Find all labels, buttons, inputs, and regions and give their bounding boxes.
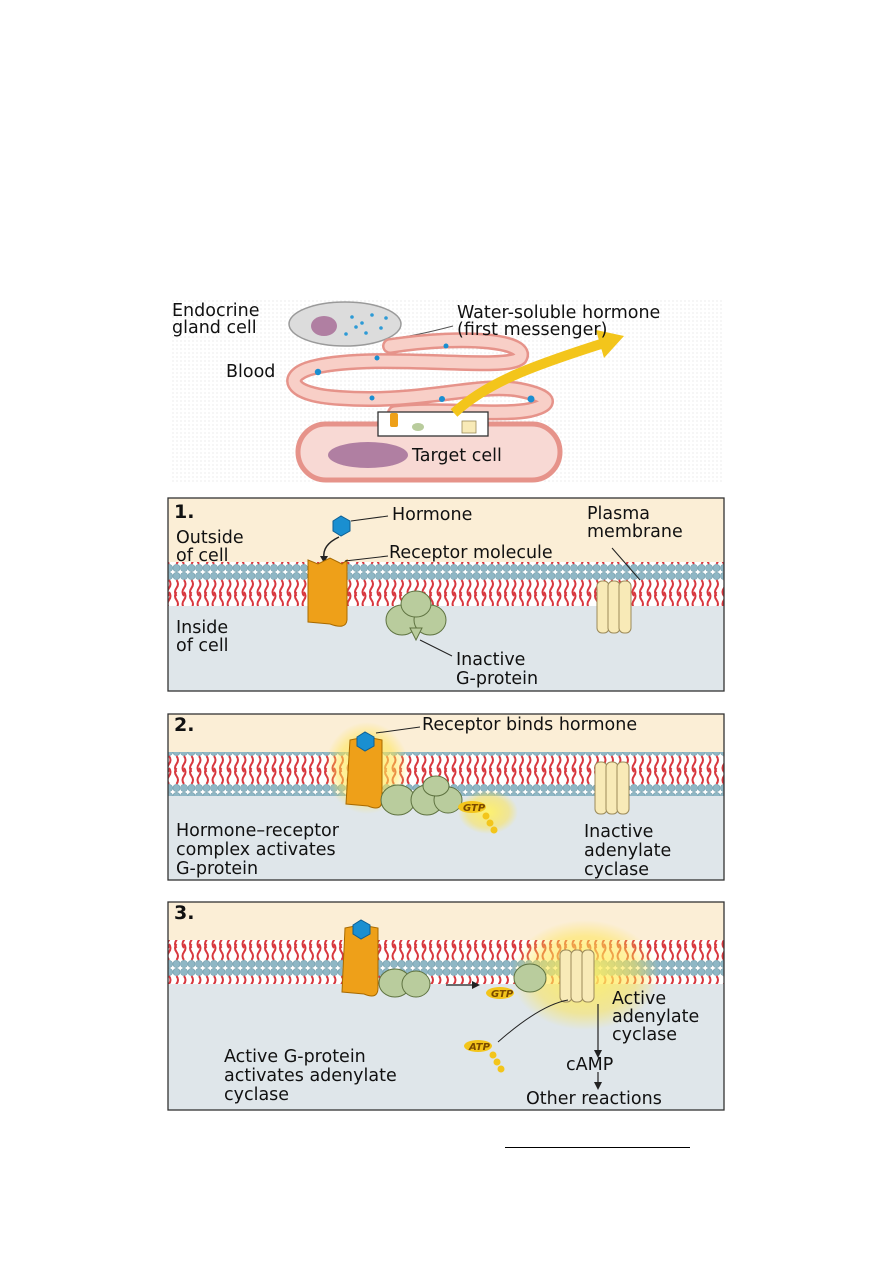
panel-1-inside-label-2: of cell <box>176 636 229 656</box>
zoom-arrow <box>450 338 606 417</box>
blood-label: Blood <box>226 362 275 382</box>
inactive-g-protein <box>385 590 447 642</box>
receptor-molecule <box>307 557 348 627</box>
panel-1-receptor-label: Receptor molecule <box>389 543 553 563</box>
hormone-label-1: Water-soluble hormone <box>457 303 660 323</box>
panel-2-cyclase-label-1: Inactive <box>584 822 653 842</box>
other-reactions-label: Other reactions <box>526 1089 662 1109</box>
svg-text:ATP: ATP <box>468 1042 491 1053</box>
hormone-molecule <box>332 515 351 537</box>
svg-text:GTP: GTP <box>491 989 514 1000</box>
footer-rule <box>505 1147 690 1148</box>
receptor-bound <box>345 737 383 809</box>
panel-2-binds-label: Receptor binds hormone <box>422 715 637 735</box>
g-protein-activating <box>380 775 463 816</box>
bound-hormone <box>352 919 371 940</box>
panel-3-gprotein-label-3: cyclase <box>224 1085 289 1105</box>
hormone-label-2: (first messenger) <box>457 320 607 340</box>
receptor-bound <box>341 925 379 997</box>
atp-molecule: ATP <box>464 1040 505 1073</box>
panel-2-cyclase-label-2: adenylate <box>584 841 671 861</box>
panel-3-cyclase-label-3: cyclase <box>612 1025 677 1045</box>
panel-3-number: 3. <box>174 902 194 924</box>
gtp-molecule: GTP <box>486 987 514 1000</box>
adenylate-cyclase <box>596 580 632 634</box>
panel-3: GTP ATP 3. Active adenylate cyclase Acti… <box>167 901 725 1111</box>
endocrine-label-2: gland cell <box>172 318 257 338</box>
panel-2: GTP 2. Receptor binds hormone Hormone–re… <box>167 713 725 881</box>
gtp-molecule: GTP <box>458 801 498 834</box>
active-adenylate-cyclase <box>559 949 595 1003</box>
active-g-protein <box>513 963 547 993</box>
g-protein-remaining <box>378 968 431 998</box>
panel-1-membrane <box>168 562 724 606</box>
panel-1-membrane-label-2: membrane <box>587 522 683 542</box>
panel-1-gprotein-label-2: G-protein <box>456 669 538 689</box>
panel-2-complex-label-3: G-protein <box>176 859 258 879</box>
overview-illustration: Endocrine gland cell Water-soluble hormo… <box>170 300 724 483</box>
panel-1-gprotein-label-1: Inactive <box>456 650 525 670</box>
target-cell-label: Target cell <box>411 446 502 466</box>
panel-2-number: 2. <box>174 714 194 736</box>
adenylate-cyclase <box>594 761 630 815</box>
panel-1-inside-label-1: Inside <box>176 618 228 638</box>
camp-label: cAMP <box>566 1055 613 1075</box>
panel-2-complex-label-2: complex activates <box>176 840 336 860</box>
panel-1-membrane-label-1: Plasma <box>587 504 650 524</box>
panel-3-cyclase-label-1: Active <box>612 989 666 1009</box>
panel-3-cyclase-label-2: adenylate <box>612 1007 699 1027</box>
panel-1-number: 1. <box>174 501 194 523</box>
svg-text:GTP: GTP <box>463 803 486 814</box>
panel-2-cyclase-label-3: cyclase <box>584 860 649 880</box>
panel-1: 1. Hormone Outside of cell Receptor mole… <box>167 497 725 692</box>
panel-3-gprotein-label-2: activates adenylate <box>224 1066 397 1086</box>
bound-hormone <box>356 731 375 752</box>
endocrine-gland-cell <box>288 301 402 347</box>
panel-3-gprotein-label-1: Active G-protein <box>224 1047 366 1067</box>
panel-1-hormone-label: Hormone <box>392 505 472 525</box>
endocrine-label-1: Endocrine <box>172 301 260 321</box>
target-nucleus <box>328 442 408 468</box>
panel-2-complex-label-1: Hormone–receptor <box>176 821 340 841</box>
panel-1-outside-label-1: Outside <box>176 528 244 548</box>
endocrine-nucleus <box>311 316 337 336</box>
panel-1-outside-label-2: of cell <box>176 546 229 566</box>
